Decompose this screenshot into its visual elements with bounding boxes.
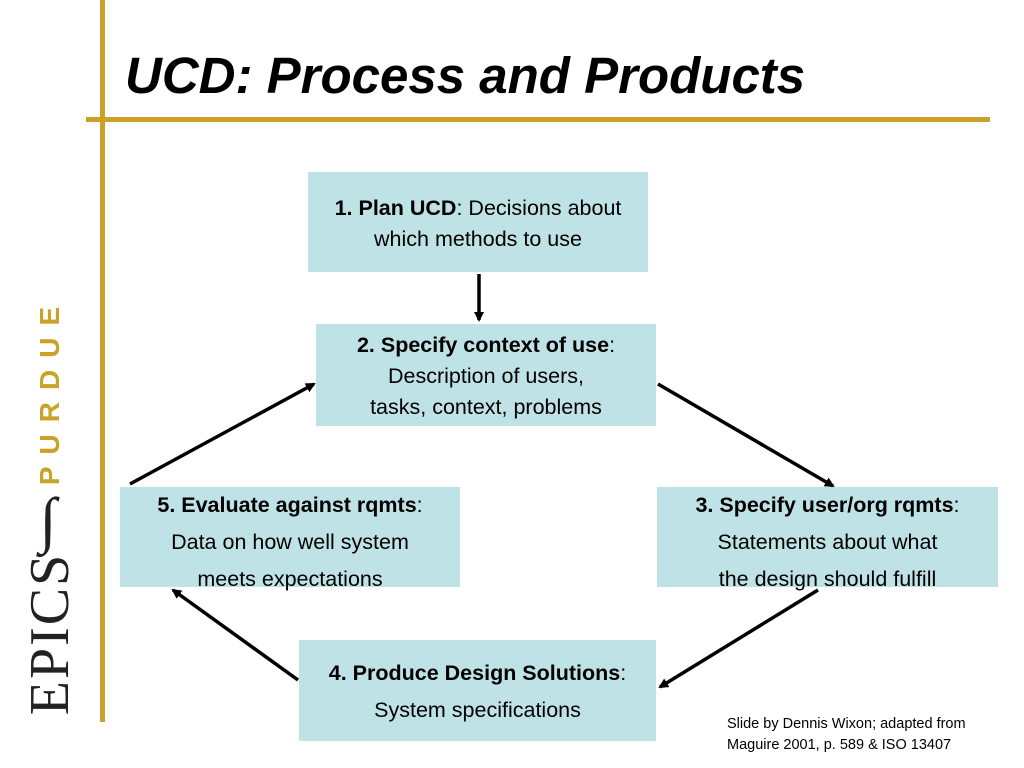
step-description: Statements about what: [717, 530, 938, 554]
arrow-5-to-2: [129, 382, 316, 486]
step-heading: 3. Specify user/org rqmts: [695, 493, 954, 517]
arrow-4-to-5: [171, 588, 300, 682]
step-3-requirements-box: 3. Specify user/org rqmts: Statements ab…: [657, 487, 998, 591]
arrow-3-to-4: [658, 588, 819, 689]
title-underline-rule: [86, 117, 990, 122]
step-description: Data on how well system: [171, 530, 409, 554]
step-description: meets expectations: [197, 567, 383, 591]
step-description: Description of users,: [388, 364, 584, 388]
integral-logo-mark: ∫: [39, 486, 57, 555]
step-description: which methods to use: [374, 227, 582, 251]
step-heading: 5. Evaluate against rqmts: [157, 493, 417, 517]
step-1-plan-box: 1. Plan UCD: Decisions about which metho…: [308, 172, 648, 272]
credit-line: Slide by Dennis Wixon; adapted from: [727, 716, 966, 732]
step-description: the design should fulfill: [718, 567, 937, 591]
step-separator: :: [620, 661, 627, 685]
step-description: tasks, context, problems: [370, 395, 602, 419]
step-heading: 2. Specify context of use: [356, 333, 610, 357]
step-separator: :: [456, 196, 469, 220]
step-2-context-box: 2. Specify context of use: Description o…: [316, 324, 656, 426]
step-separator: :: [953, 493, 960, 517]
arrow-2-to-3: [657, 382, 835, 488]
credit-line: Maguire 2001, p. 589 & ISO 13407: [727, 737, 952, 753]
step-5-evaluate-box: 5. Evaluate against rqmts: Data on how w…: [120, 487, 460, 591]
step-description: System specifications: [374, 698, 581, 722]
slide-title: UCD: Process and Products: [125, 47, 806, 104]
step-separator: :: [609, 333, 616, 357]
step-heading: 4. Produce Design Solutions: [328, 661, 621, 685]
step-heading: 1. Plan UCD: [334, 196, 457, 220]
step-4-design-box: 4. Produce Design Solutions: System spec…: [299, 640, 656, 741]
vertical-accent-rule: [100, 0, 105, 722]
step-description: Decisions about: [468, 196, 622, 220]
step-separator: :: [416, 493, 423, 517]
slide-credit: Slide by Dennis Wixon; adapted from Magu…: [727, 714, 966, 756]
